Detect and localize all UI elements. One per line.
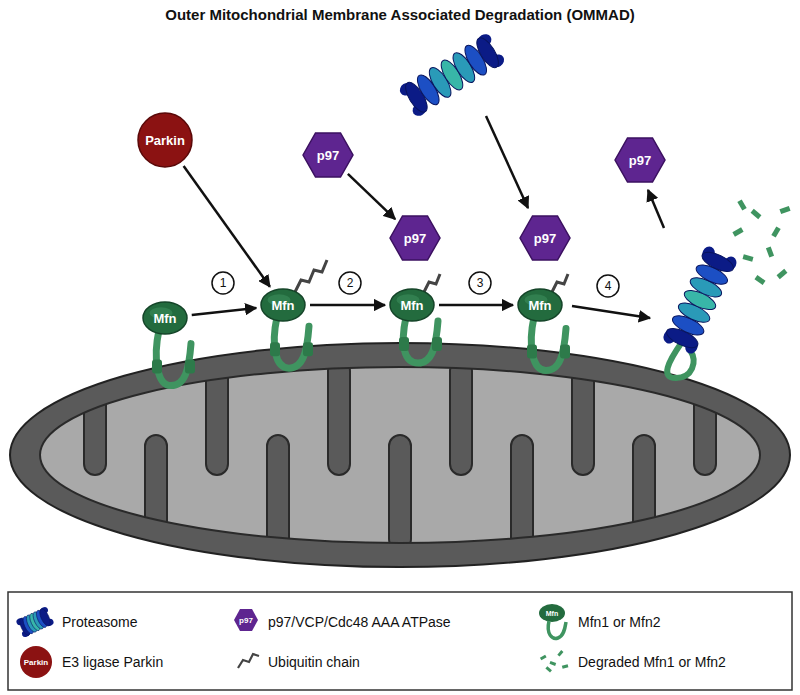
atpase-hexagon: p97 <box>390 216 440 260</box>
mitofusin-shape: Mfn <box>142 301 188 335</box>
node-label: p97 <box>534 231 556 246</box>
step-number: 1 <box>220 276 227 290</box>
legend-label: Proteasome <box>62 614 137 630</box>
node-label: Parkin <box>145 133 185 148</box>
icon-label: p97 <box>239 616 253 625</box>
node-label: Mfn <box>400 298 423 313</box>
atpase-hexagon: p97 <box>303 133 353 177</box>
degraded-fragments <box>732 199 790 284</box>
proteasome <box>398 32 739 378</box>
node-label: p97 <box>629 153 651 168</box>
icon-label: Parkin <box>24 658 48 667</box>
ubiquitin-chain <box>295 260 568 292</box>
arrow-connector <box>439 304 513 307</box>
step-number: 3 <box>477 276 484 290</box>
node-label: Mfn <box>271 298 294 313</box>
ligase-circle: Parkin <box>137 112 193 168</box>
legend-box <box>8 592 792 690</box>
step-arrows <box>486 116 664 318</box>
node-label: p97 <box>404 231 426 246</box>
node-label: Mfn <box>528 298 551 313</box>
legend-icons <box>15 604 568 678</box>
node-label: Mfn <box>153 311 176 326</box>
legend-label: Degraded Mfn1 or Mfn2 <box>578 654 726 670</box>
mitofusin-shape: Mfn <box>389 288 435 322</box>
icon-label: Mfn <box>546 610 558 617</box>
arrow-connector <box>348 174 395 219</box>
step-number: 4 <box>605 279 612 293</box>
legend-label: p97/VCP/Cdc48 AAA ATPase <box>268 614 451 630</box>
arrow-connector <box>192 308 257 315</box>
diagram-title: Outer Mitochondrial Membrane Associated … <box>0 6 800 23</box>
mitochondrion <box>10 343 790 567</box>
node-label: p97 <box>317 148 339 163</box>
step-number: 2 <box>347 276 354 290</box>
legend-label: E3 ligase Parkin <box>62 654 163 670</box>
mitofusin-shape: Mfn <box>260 288 306 322</box>
mfn-transmembrane <box>152 317 570 386</box>
arrow-connector <box>184 166 270 287</box>
atpase-hexagon: p97 <box>520 216 570 260</box>
mitofusin-shape: Mfn <box>517 288 563 322</box>
legend-label: Ubiquitin chain <box>268 654 360 670</box>
arrow-connector <box>310 304 385 307</box>
legend-label: Mfn1 or Mfn2 <box>578 614 660 630</box>
atpase-hexagon: p97 <box>615 138 665 182</box>
